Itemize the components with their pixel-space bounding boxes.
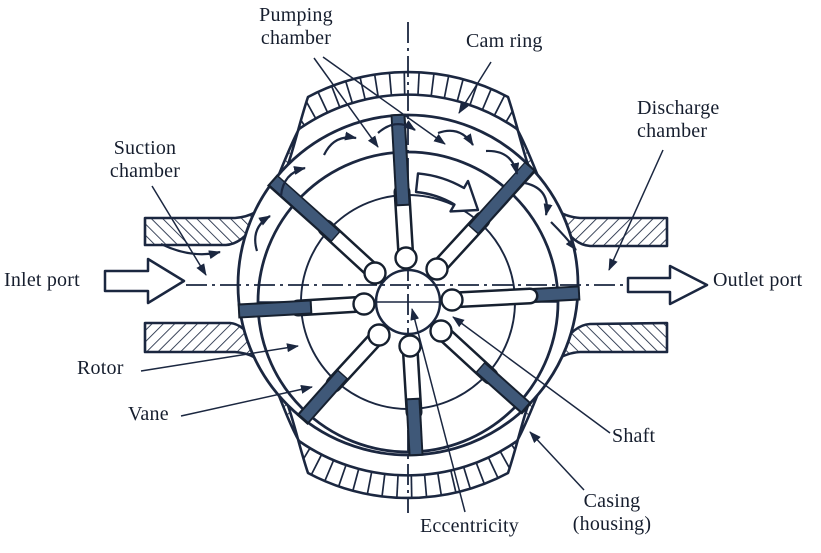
vane: [296, 323, 391, 425]
flow-arrow: [524, 181, 553, 216]
vane: [425, 160, 537, 281]
label-rotor: Rotor: [77, 357, 124, 379]
label-pointers: [140, 56, 664, 513]
rotor-pointer: [140, 343, 299, 372]
suction-chamber-pointer: [151, 185, 207, 276]
vane: [429, 319, 532, 415]
label-outlet-port: Outlet port: [713, 269, 803, 291]
outlet-arrow-icon: [626, 264, 709, 306]
label-eccentricity: Eccentricity: [420, 515, 520, 537]
flow-arrow: [323, 131, 357, 156]
vanes: [237, 113, 581, 457]
flow-arrow: [550, 221, 577, 251]
inlet-arrow-icon: [103, 257, 186, 305]
vane: [440, 285, 581, 312]
vane-pointer: [180, 384, 313, 417]
flow-arrows: [160, 120, 577, 260]
label-discharge-chamber: Discharge chamber: [637, 97, 720, 142]
hatch-rungs-top: [291, 73, 531, 130]
casing-pointer: [529, 431, 585, 491]
label-inlet-port: Inlet port: [4, 269, 80, 291]
flow-arrow: [485, 149, 520, 175]
rotation-arrow: [414, 172, 480, 213]
eccentricity-pointer: [410, 308, 466, 513]
flow-arrow: [160, 243, 221, 260]
flow-arrow: [437, 129, 474, 146]
cam-ring-pointer: [458, 61, 492, 114]
flow-arrow: [279, 166, 306, 197]
discharge-chamber-pointer: [608, 149, 664, 271]
flow-arrow: [377, 120, 416, 134]
label-vane: Vane: [128, 403, 169, 425]
flow-arrow: [254, 215, 271, 252]
shaft-pointer: [452, 316, 611, 434]
vane: [237, 292, 376, 319]
pumping-chamber-pointer-1: [313, 57, 379, 148]
label-casing: Casing (housing): [572, 490, 652, 535]
vane: [398, 334, 424, 457]
pumping-chamber-pointer-2: [322, 56, 446, 145]
vane: [390, 113, 418, 270]
label-cam-ring: Cam ring: [466, 30, 543, 52]
label-suction-chamber: Suction chamber: [109, 137, 181, 182]
label-pumping-chamber: Pumping chamber: [259, 4, 333, 49]
label-shaft: Shaft: [612, 425, 656, 447]
